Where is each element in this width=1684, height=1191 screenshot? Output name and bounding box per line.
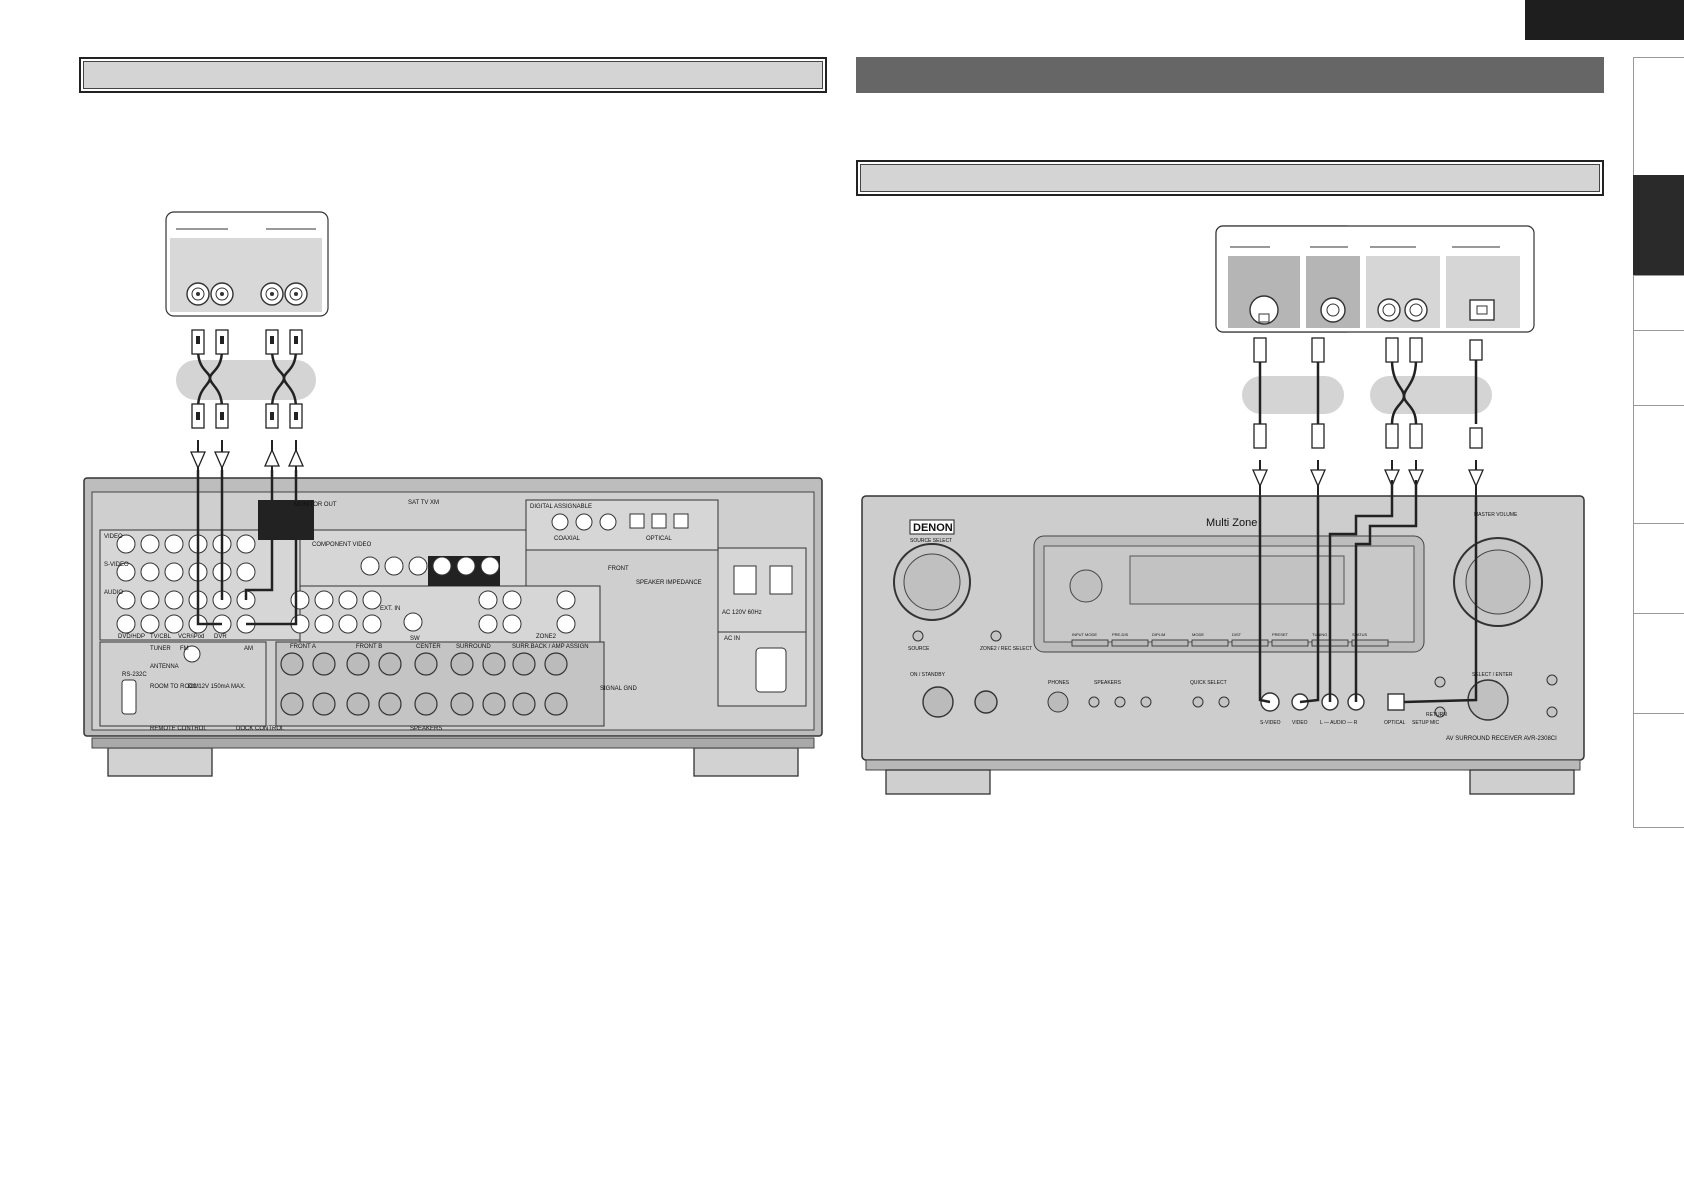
rear-label-coaxial: COAXIAL [554, 536, 581, 542]
rear-label-dvr: DVR [214, 634, 227, 640]
front-phones: PHONES [1048, 680, 1070, 686]
rear-label-fm: FM [180, 646, 189, 652]
side-tab-2-active[interactable] [1633, 175, 1684, 275]
signal-lines [197, 440, 297, 470]
rear-label-ac-outlets: AC 120V 60Hz [722, 610, 762, 616]
rear-label-component: COMPONENT VIDEO [312, 542, 372, 548]
front-select-enter: SELECT / ENTER [1472, 672, 1513, 678]
audio-cables [196, 349, 298, 409]
display-button-labels: INPUT MODE PRE-DIS DIPL/M MODE DIST PRESET TUN… [1072, 632, 1368, 637]
rear-label-ext-in: EXT. IN [380, 606, 400, 612]
front-connection-diagram: DENON Multi Zone SOURCE SELECT MASTER VO… [861, 225, 1585, 795]
side-tab-5[interactable] [1633, 405, 1684, 523]
rear-label-zone2: ZONE2 [536, 634, 557, 640]
display-button-label: INPUT MODE [1072, 632, 1097, 637]
front-setup-mic: SETUP MIC [1412, 720, 1440, 726]
rear-label-tuner: TUNER [150, 646, 171, 652]
rear-label-impedance: SPEAKER IMPEDANCE [636, 580, 702, 586]
external-recorder-device [165, 211, 329, 317]
rear-label-vcr: VCR/iPod [178, 634, 204, 640]
front-source: SOURCE [908, 646, 930, 652]
front-speakers: SPEAKERS [1094, 680, 1122, 686]
rear-label-front-b: FRONT B [356, 644, 382, 650]
front-brand: DENON [913, 522, 953, 534]
rear-label-am: AM [244, 646, 253, 652]
rear-label-rs232c: RS-232C [122, 672, 147, 678]
display-button-label: PRE-DIS [1112, 632, 1129, 637]
rear-label-room: ROOM TO ROOM [150, 684, 199, 690]
front-svideo: S-VIDEO [1260, 720, 1281, 726]
video-cable-oval [1242, 376, 1344, 414]
rear-label-video: VIDEO [104, 534, 123, 540]
section-header-left [79, 57, 827, 93]
side-tab-1[interactable] [1633, 57, 1684, 175]
cable-label-oval [176, 360, 316, 400]
rear-panel [83, 470, 823, 777]
rear-connection-diagram: MONITOR OUT SAT TV XM DIGITAL ASSIGNABLE… [83, 211, 823, 777]
display-button-label: DIST [1232, 632, 1242, 637]
rear-label-dock: DOCK CONTROL [236, 726, 285, 732]
front-audio: L — AUDIO — R [1320, 720, 1358, 726]
front-return: RETURN [1426, 712, 1447, 718]
display-button-label: TUNING [1312, 632, 1327, 637]
display-button-label: PRESET [1272, 632, 1289, 637]
front-master-volume: MASTER VOLUME [1474, 512, 1518, 518]
rear-label-monitor-out: MONITOR OUT [294, 502, 337, 508]
rear-label-optical: OPTICAL [646, 536, 672, 542]
rear-label-sat: SAT TV XM [408, 500, 439, 506]
front-optical: OPTICAL [1384, 720, 1406, 726]
section-header-dark [856, 57, 1604, 93]
audio-cable-oval [1370, 376, 1492, 414]
front-source-select: SOURCE SELECT [910, 538, 952, 544]
front-cables [1258, 359, 1478, 425]
display-button-label: MODE [1192, 632, 1204, 637]
rear-label-front: FRONT [608, 566, 629, 572]
section-header-sub [856, 160, 1604, 196]
side-tab-3[interactable] [1633, 275, 1684, 330]
front-model: AV SURROUND RECEIVER AVR-2308CI [1446, 736, 1557, 742]
side-tab-7[interactable] [1633, 613, 1684, 713]
rear-label-surround: SURROUND [456, 644, 491, 650]
rear-label-ac-in: AC IN [724, 636, 740, 642]
direction-arrows [190, 448, 304, 470]
rear-label-svideo: S-VIDEO [104, 562, 129, 568]
rear-label-dc: DC 12V 150mA MAX. [188, 684, 246, 690]
rear-label-audio: AUDIO [104, 590, 123, 596]
rear-label-gnd: SIGNAL GND [600, 686, 637, 692]
rear-label-sw: SW [410, 636, 420, 642]
rear-label-remote: REMOTE CONTROL [150, 726, 207, 732]
rear-label-surr-back: SURR.BACK / AMP ASSIGN [512, 644, 589, 650]
front-zone-title: Multi Zone [1206, 517, 1257, 529]
rear-label-speakers: SPEAKERS [410, 726, 442, 732]
language-tab[interactable] [1525, 0, 1684, 40]
rear-label-dvd: DVD/HDP [118, 634, 145, 640]
front-video: VIDEO [1292, 720, 1308, 726]
external-camera-device [1215, 225, 1535, 333]
rear-label-digital: DIGITAL ASSIGNABLE [530, 504, 592, 510]
front-zone2: ZONE2 / REC SELECT [980, 646, 1032, 652]
display-button-label: STATUS [1352, 632, 1368, 637]
front-on-standby: ON / STANDBY [910, 672, 946, 678]
rear-label-front-a: FRONT A [290, 644, 316, 650]
rear-label-center: CENTER [416, 644, 441, 650]
front-quick-select: QUICK SELECT [1190, 680, 1227, 686]
side-tab-8[interactable] [1633, 713, 1684, 828]
side-tab-4[interactable] [1633, 330, 1684, 405]
rear-label-antenna: ANTENNA [150, 664, 179, 670]
display-button-label: DIPL/M [1152, 632, 1165, 637]
rear-label-tv: TV/CBL [150, 634, 172, 640]
front-panel [861, 480, 1585, 795]
side-tab-6[interactable] [1633, 523, 1684, 613]
